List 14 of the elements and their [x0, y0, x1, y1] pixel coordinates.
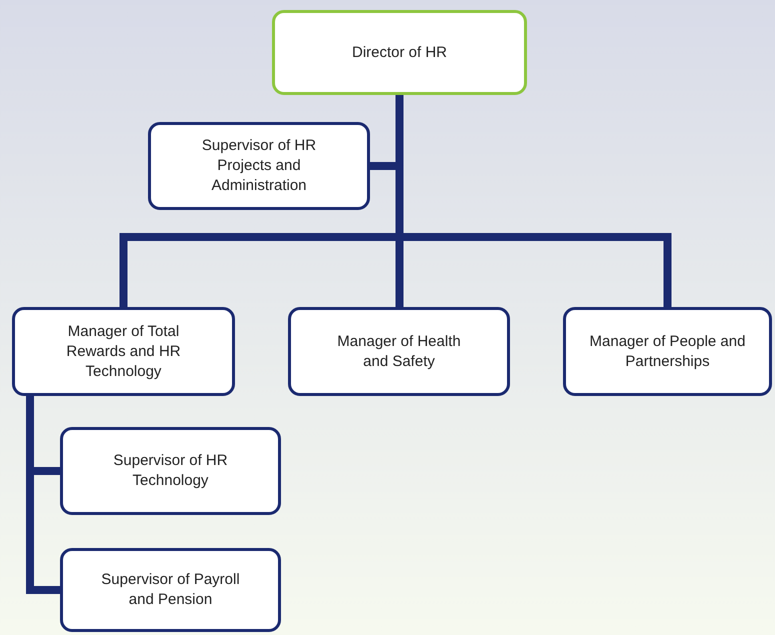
position-title: Supervisor of HR Technology [112, 451, 229, 491]
position-title: Supervisor of HR Projects and Administration [200, 136, 318, 196]
position-title: Manager of Health and Safety [336, 332, 462, 372]
position-title: Supervisor of Payroll and Pension [100, 570, 241, 610]
position-box [288, 307, 510, 396]
position-box [563, 307, 772, 396]
director-box [272, 10, 527, 95]
position-box [60, 427, 281, 515]
position-title: Director of HR [350, 42, 448, 62]
position-box [148, 122, 370, 210]
position-title: Manager of People and Partnerships [588, 332, 746, 372]
position-box [60, 548, 281, 632]
position-title: Manager of Total Rewards and HR Technology [65, 322, 182, 382]
position-box [12, 307, 235, 396]
